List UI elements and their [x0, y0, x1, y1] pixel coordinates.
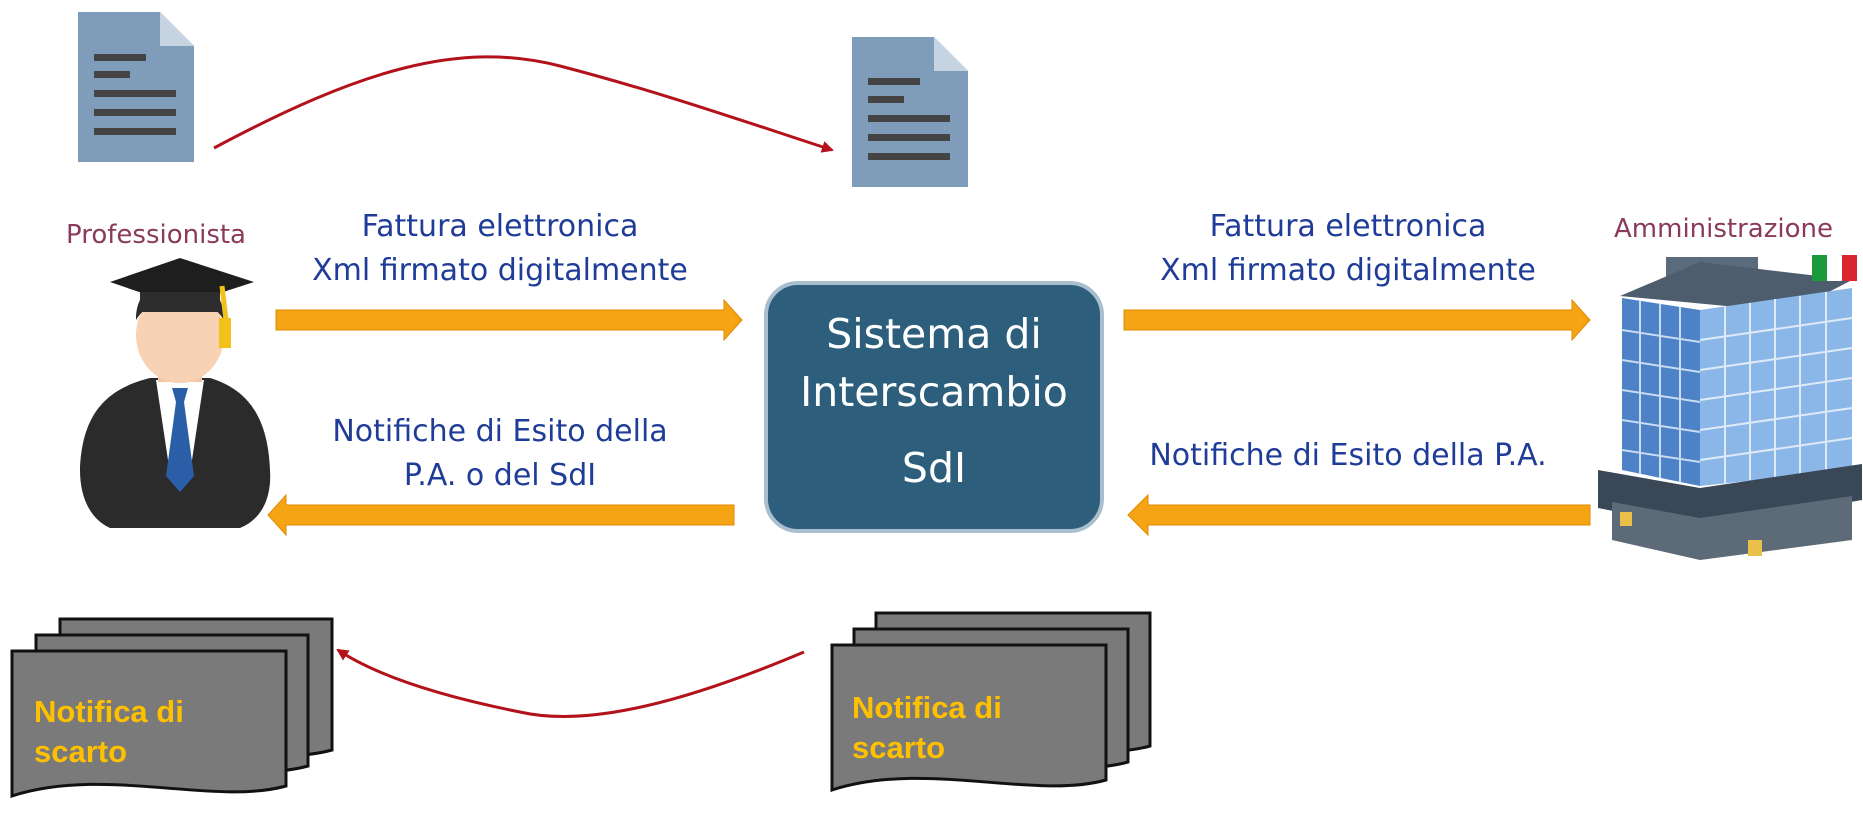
flow-label-center-to-right: Fattura elettronica Xml firmato digitalm… — [1124, 205, 1572, 293]
document-icon — [852, 37, 968, 187]
amministrazione-label: Amministrazione — [1614, 214, 1833, 244]
notification-line: Notifica di — [34, 694, 184, 729]
sdi-line: SdI — [901, 444, 967, 492]
curved-arrow — [213, 55, 834, 153]
flow-label-line: Fattura elettronica — [1209, 209, 1487, 244]
curved-arrow — [336, 648, 805, 718]
sdi-box: Sistema di Interscambio SdI — [764, 281, 1104, 533]
notification-stack — [830, 611, 1152, 793]
flow-label-line: P.A. o del SdI — [403, 458, 597, 493]
notification-stack — [10, 617, 334, 799]
flow-label-line: Notifiche di Esito della — [332, 414, 668, 449]
arrow-left-icon — [267, 493, 735, 537]
flow-label-center-to-left: Notifiche di Esito della P.A. o del SdI — [276, 410, 724, 498]
notification-line: scarto — [34, 734, 128, 769]
professionista-label: Professionista — [66, 220, 246, 250]
notification-line: Notifica di — [852, 690, 1002, 725]
notification-line: scarto — [852, 730, 946, 765]
italian-flag-icon — [1812, 255, 1857, 281]
notification-label: Notifica di scarto — [34, 692, 184, 772]
flow-label-line: Xml firmato digitalmente — [1160, 253, 1536, 288]
flow-label-line: Xml firmato digitalmente — [312, 253, 688, 288]
arrow-right-icon — [275, 298, 743, 342]
flow-label-line: Fattura elettronica — [361, 209, 639, 244]
arrow-right-icon — [1123, 298, 1591, 342]
flow-label-left-to-center: Fattura elettronica Xml firmato digitalm… — [276, 205, 724, 293]
sdi-line: Sistema di — [826, 310, 1042, 358]
government-building-icon — [1598, 257, 1862, 560]
document-icon — [78, 12, 194, 162]
graduate-person-icon — [80, 258, 271, 528]
flow-label-line: Notifiche di Esito della P.A. — [1149, 438, 1547, 473]
sdi-line: Interscambio — [800, 368, 1068, 416]
arrow-left-icon — [1127, 493, 1591, 537]
flow-label-right-to-center: Notifiche di Esito della P.A. — [1124, 434, 1572, 478]
notification-label: Notifica di scarto — [852, 688, 1002, 768]
